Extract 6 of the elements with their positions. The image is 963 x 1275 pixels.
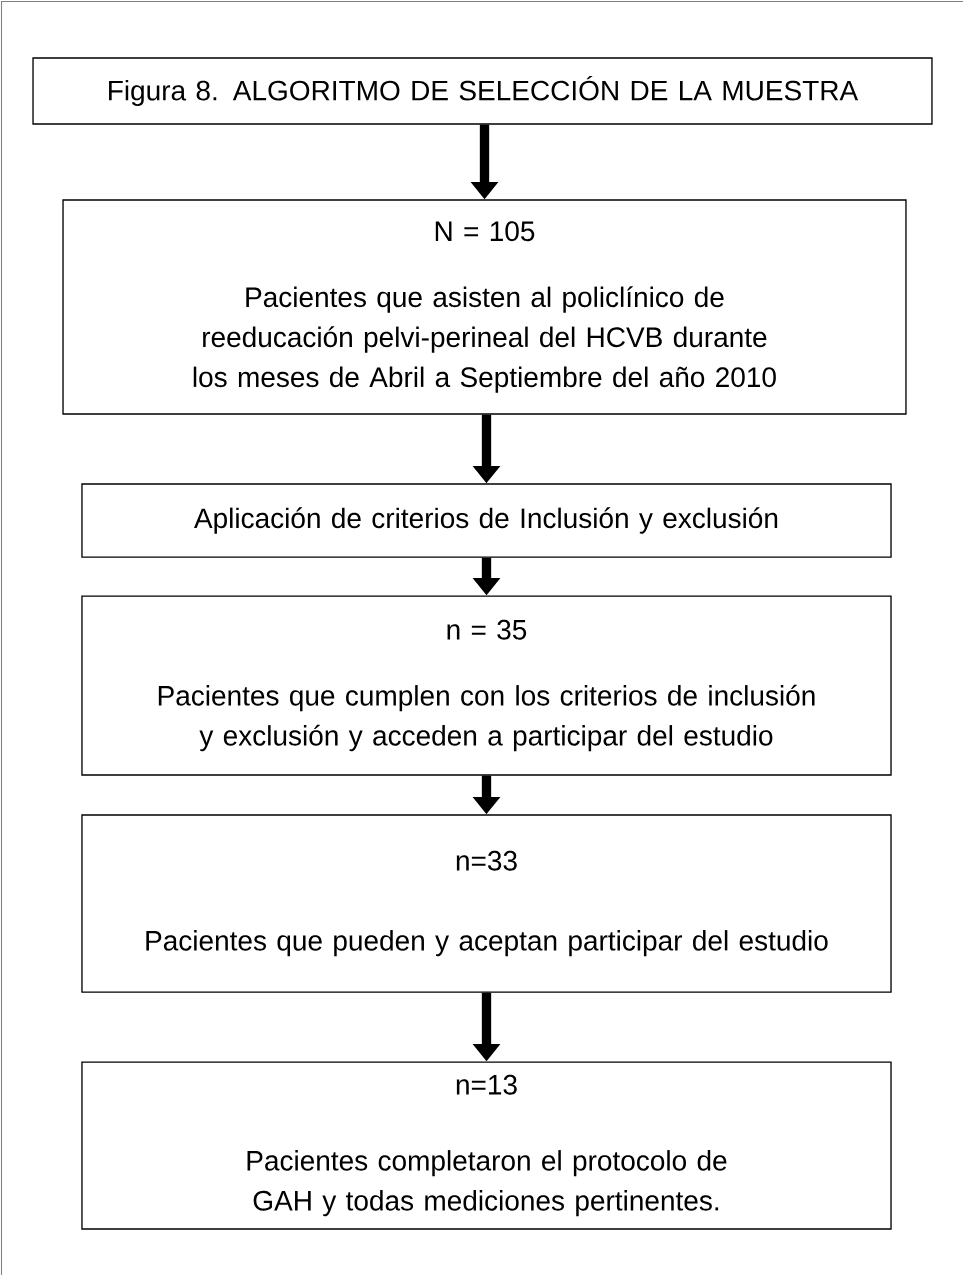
flow-box: Aplicación de criterios de Inclusión y exclusión	[81, 483, 892, 558]
flow-box: n=13 Pacientes completaron el protocolo de GAH y todas mediciones pertinentes.	[81, 1061, 892, 1230]
flow-box: Figura 8. ALGORITMO DE SELECCIÓN DE LA MUESTRA	[32, 57, 933, 125]
flow-box: n = 35 Pacientes que cumplen con los criterios de inclusión y exclusión y acceden a participar del estudio	[81, 595, 892, 776]
flow-box: n=33 Pacientes que pueden y aceptan participar del estudio	[81, 814, 892, 993]
flow-box: N = 105 Pacientes que asisten al policlínico de reeducación pelvi-perineal del HCVB durante los meses de Abril a Septiembre del año 2010	[62, 199, 907, 415]
